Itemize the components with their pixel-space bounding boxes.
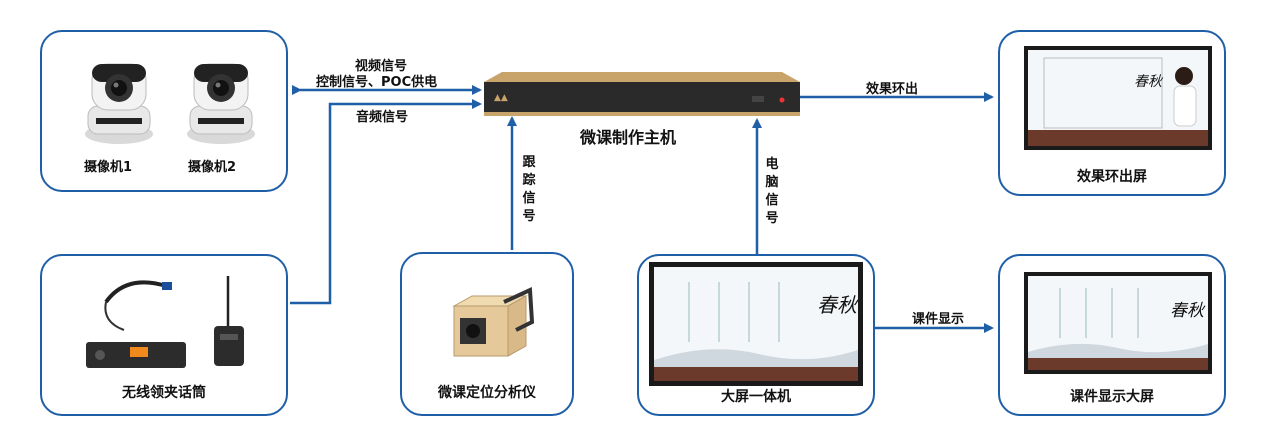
wireless-mic-icon [86,276,244,368]
wireless-mic-label: 无线领夹话筒 [122,385,206,401]
loop-out-label: 效果环出 [866,82,919,97]
tracking-signal-label: 跟踪信号 [522,155,536,224]
loop-screen-icon: 春秋 [1024,46,1212,150]
loop-screen-art-title: 春秋 [1134,74,1164,90]
svg-text:▲▲: ▲▲ [494,93,508,103]
courseware-label: 课件显示 [912,312,965,327]
control-signal-label: 控制信号、POC供电 [316,75,438,90]
large-screen-label: 大屏一体机 [721,389,791,405]
host-device-icon: ▲▲ [484,72,800,116]
courseware-screen-label: 课件显示大屏 [1070,389,1154,405]
courseware-screen-art-title: 春秋 [1170,301,1206,321]
host-title: 微课制作主机 [580,128,677,147]
audio-signal-label: 音频信号 [356,110,409,125]
large-screen-box: 春秋 大屏一体机 [637,254,875,416]
camera1-label: 摄像机1 [84,160,133,175]
pc-signal-label: 电脑信号 [765,157,779,226]
camera2-label: 摄像机2 [188,160,237,175]
wireless-mic-box: 无线领夹话筒 [40,254,288,416]
tracker-icon [452,286,535,357]
tracker-label: 微课定位分析仪 [438,385,536,401]
video-signal-label: 视频信号 [355,59,408,74]
loop-screen-box: 春秋 效果环出屏 [998,30,1226,196]
courseware-screen-box: 春秋 课件显示大屏 [998,254,1226,416]
courseware-screen-icon: 春秋 [1024,272,1212,374]
cameras-box: 摄像机1 摄像机2 [40,30,288,192]
loop-screen-label: 效果环出屏 [1077,169,1147,185]
large-screen-icon: 春秋 [649,262,863,386]
camera1-icon [85,63,153,144]
camera2-icon [187,63,255,144]
audio-line [290,99,482,305]
large-screen-art-title: 春秋 [817,293,859,317]
tracker-box: 微课定位分析仪 [400,252,574,416]
